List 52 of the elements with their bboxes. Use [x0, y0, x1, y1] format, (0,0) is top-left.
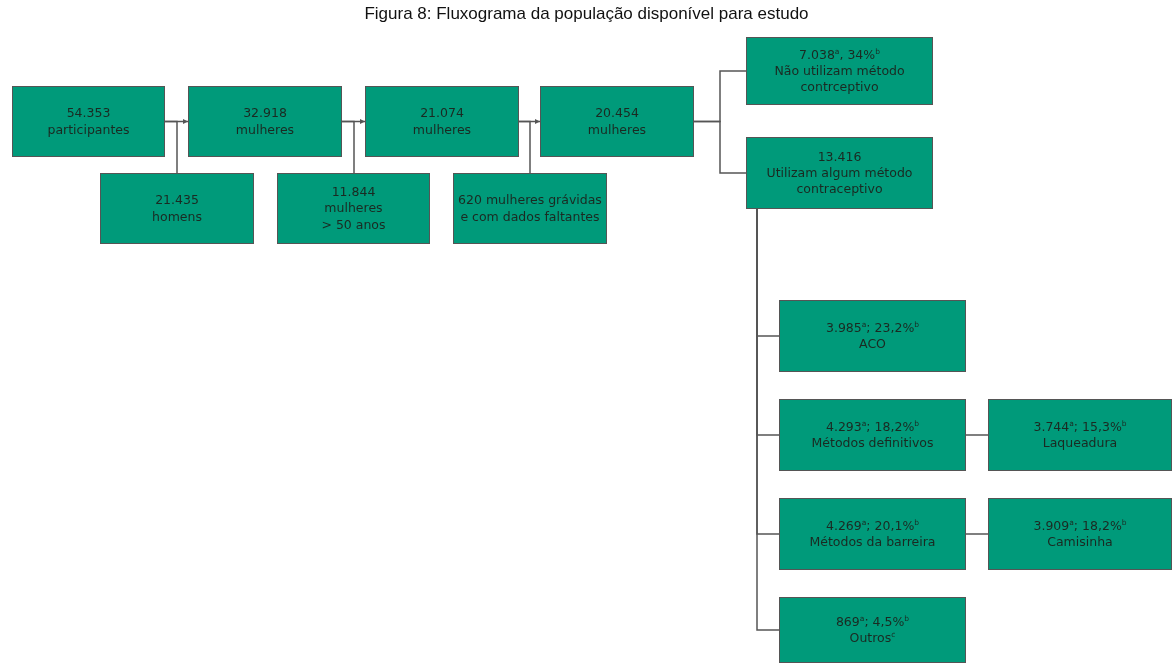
box-text: 21.074 — [420, 105, 464, 122]
process-box — [188, 86, 342, 157]
process-box — [779, 597, 966, 663]
box-text: 7.038$^{a}$, 34%$^{b}$ — [799, 46, 880, 63]
box-text: Laqueadura — [1042, 435, 1118, 452]
box-text: 21.435 — [155, 192, 199, 209]
process-box — [779, 300, 966, 372]
box-text: 3.744$^{a}$; 15,3%$^{b}$ — [1033, 418, 1127, 436]
box-text: 3.909$^{a}$; 18,2%$^{b}$ — [1033, 517, 1127, 535]
box-text: Métodos definitivos — [811, 435, 934, 452]
box-text: homens — [152, 208, 202, 225]
process-box — [746, 37, 933, 105]
process-box — [365, 86, 519, 157]
process-box — [453, 173, 607, 244]
figure-title: Figura 8: Fluxograma da população disponível para estudo — [363, 4, 810, 24]
connector-line — [164, 120, 178, 174]
box-text: mulheres — [235, 121, 295, 138]
box-text: mulheres — [412, 121, 472, 138]
connector-line — [693, 120, 747, 174]
connector-line — [965, 533, 989, 535]
box-text: 13.416 — [817, 148, 862, 165]
process-box — [100, 173, 254, 244]
box-text: Não utilizam método contrceptivo — [773, 62, 906, 96]
box-text: 4.293$^{a}$; 18,2%$^{b}$ — [825, 418, 920, 436]
box-text: Outros$^{c}$ — [849, 630, 896, 647]
box-text: ACO — [859, 336, 886, 353]
box-text: 4.269$^{a}$; 20,1%$^{b}$ — [825, 517, 920, 535]
box-text: Métodos da barreira — [809, 534, 936, 551]
connector-line — [965, 434, 989, 436]
process-box — [988, 399, 1172, 471]
box-text: 20.454 — [595, 105, 639, 122]
box-text: 11.844 — [331, 184, 376, 201]
process-box — [779, 399, 966, 471]
box-text: participantes — [47, 121, 130, 138]
connector-line — [341, 120, 355, 174]
box-text: Utilizam algum método contraceptivo — [765, 164, 914, 198]
process-box — [779, 498, 966, 570]
box-text: mulheres — [324, 200, 383, 217]
process-box — [988, 498, 1172, 570]
process-box — [12, 86, 165, 157]
box-text: Camisinha — [1047, 534, 1113, 551]
process-box — [746, 137, 933, 209]
box-text: 32.918 — [243, 105, 287, 122]
box-text: 620 mulheres grávidas e com dados faltantes — [457, 192, 603, 225]
box-text: 869$^{a}$; 4,5%$^{b}$ — [835, 613, 910, 630]
process-box — [277, 173, 430, 244]
box-text: mulheres — [587, 121, 647, 138]
box-text: 54.353 — [66, 105, 111, 122]
connector-line — [518, 120, 531, 174]
box-text: 3.985$^{a}$; 23,2%$^{b}$ — [825, 319, 920, 337]
box-text: > 50 anos — [321, 216, 386, 233]
process-box — [540, 86, 694, 157]
